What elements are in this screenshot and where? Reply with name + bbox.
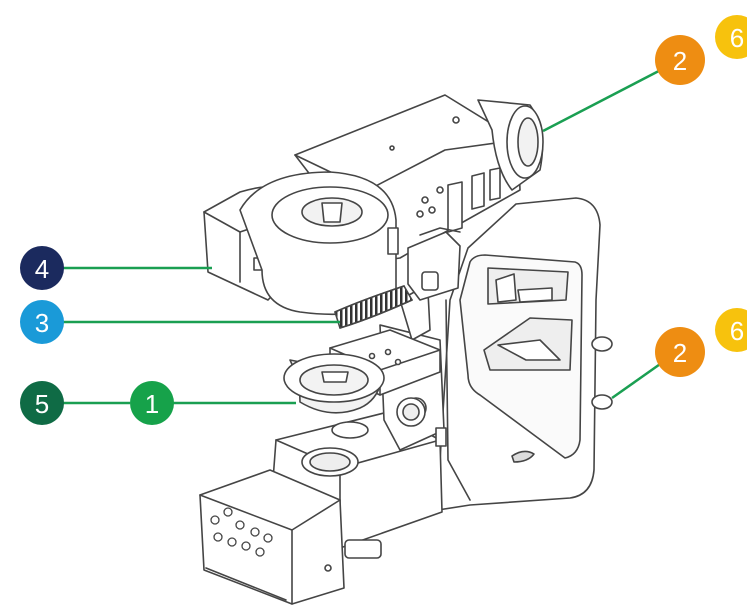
observation-head — [203, 171, 399, 316]
callout-5-circle — [20, 381, 64, 425]
callout-2-top: 2 — [655, 35, 705, 85]
callout-2-side-label: 2 — [673, 338, 687, 368]
callout-6-side-label: 6 — [730, 316, 744, 346]
leader-line-2-top — [542, 58, 681, 133]
condenser-ring — [283, 353, 426, 439]
callout-5: 5 — [20, 381, 64, 425]
callout-1: 1 — [130, 381, 174, 425]
nosepiece-ring — [334, 285, 413, 329]
callout-6-side-circle — [715, 308, 747, 352]
callout-6-side: 6 — [715, 308, 747, 352]
callout-5-label: 5 — [35, 389, 49, 419]
callout-4: 4 — [20, 246, 64, 290]
callout-3-circle — [20, 300, 64, 344]
microscope-frame — [437, 197, 613, 511]
callout-2-top-circle — [655, 35, 705, 85]
callout-2-side-circle — [655, 327, 705, 377]
callout-4-label: 4 — [35, 254, 49, 284]
callout-3: 3 — [20, 300, 64, 344]
callout-6-top: 6 — [715, 15, 747, 59]
microscope-illustration — [199, 94, 613, 605]
callout-1-circle — [130, 381, 174, 425]
callout-1-label: 1 — [145, 389, 159, 419]
callout-3-label: 3 — [35, 308, 49, 338]
callout-4-circle — [20, 246, 64, 290]
callout-6-top-circle — [715, 15, 747, 59]
callout-6-top-label: 6 — [730, 23, 744, 53]
callout-2-top-label: 2 — [673, 46, 687, 76]
callout-2-side: 2 — [655, 327, 705, 377]
